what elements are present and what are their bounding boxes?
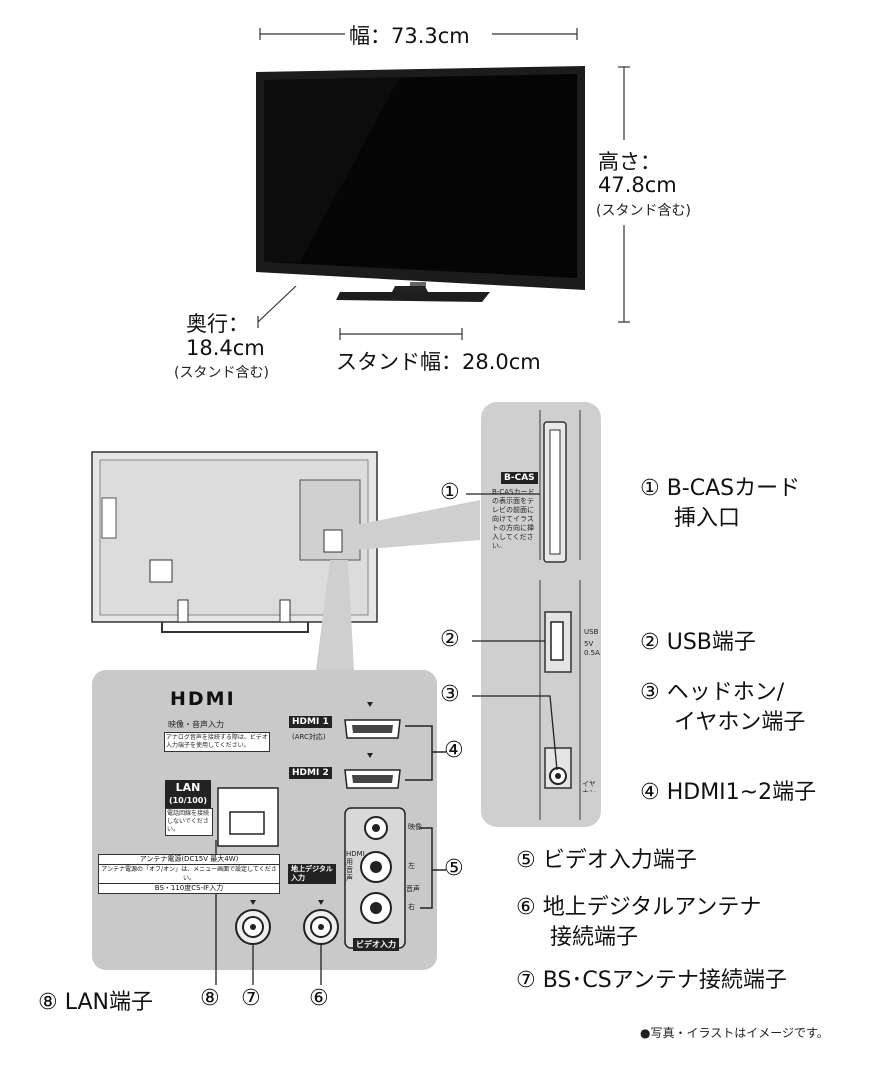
tv-stand-base bbox=[336, 292, 490, 302]
zoom-wedge-bottom bbox=[316, 560, 354, 670]
lan-note: 電話回線を接続しないでください。 bbox=[165, 808, 213, 836]
antenna-power-label: アンテナ電源(DC15V 最大4W) bbox=[139, 855, 239, 863]
legend-item-6: ⑥ 地上デジタルアンテナ 接続端子 bbox=[516, 893, 761, 953]
zoom-wedge-side bbox=[356, 500, 480, 550]
legend-item-2: ② USB端子 bbox=[640, 630, 756, 655]
usb-port bbox=[550, 621, 564, 661]
depth-note: (スタンド含む) bbox=[174, 365, 269, 381]
hdmi1-label: HDMI 1 bbox=[289, 716, 332, 728]
lan-label: LAN bbox=[175, 781, 201, 794]
back-stand bbox=[161, 622, 309, 633]
height-value: 47.8cm bbox=[598, 173, 677, 197]
callout-8: ⑧ bbox=[200, 986, 220, 1011]
depth-label: 奥行： bbox=[186, 312, 249, 336]
tv-front-illustration bbox=[256, 28, 630, 340]
legend-item-8: ⑧ LAN端子 bbox=[38, 990, 153, 1015]
footnote: ●写真・イラストはイメージです。 bbox=[640, 1026, 829, 1040]
side-panel-bg bbox=[481, 402, 601, 827]
height-note: (スタンド含む) bbox=[596, 203, 691, 219]
earphone-label: イヤホン bbox=[582, 780, 596, 792]
stand-width-label: スタンド幅：28.0cm bbox=[336, 350, 541, 374]
legend-item-1: ① B-CASカード 挿入口 bbox=[640, 474, 800, 534]
video-label: 映像 bbox=[408, 823, 422, 831]
lan-port bbox=[229, 811, 265, 835]
legend-item-3-line2: イヤホン端子 bbox=[674, 710, 806, 735]
height-label: 高さ： bbox=[598, 150, 661, 174]
depth-value: 18.4cm bbox=[186, 336, 265, 360]
bcas-label: B-CAS bbox=[501, 472, 538, 484]
callout-7: ⑦ bbox=[241, 986, 261, 1011]
callout-3: ③ bbox=[440, 682, 460, 707]
hdmi2-label: HDMI 2 bbox=[289, 767, 332, 779]
callout-1: ① bbox=[440, 480, 460, 505]
hdmi-audio-label: HDMI用音声 bbox=[346, 850, 365, 882]
hdmi1-sub-label: (ARC対応) bbox=[292, 733, 326, 741]
legend-item-5: ⑤ ビデオ入力端子 bbox=[516, 848, 697, 873]
legend-item-1-line2: 挿入口 bbox=[674, 506, 741, 531]
bcas-note: B-CASカードの表示面をテレビの前面に向けてイラストの方向に挿入してください。 bbox=[492, 488, 535, 548]
video-input-label: ビデオ入力 bbox=[353, 938, 399, 951]
bs-input-label: BS・110度CS-IF入力 bbox=[99, 883, 279, 893]
av-input-note: アナログ音声を接続する際は、ビデオ入力端子を使用してください。 bbox=[164, 732, 270, 752]
left-label: 左 bbox=[408, 862, 415, 870]
callout-5: ⑤ bbox=[444, 856, 464, 881]
depth-dimension-line bbox=[257, 285, 297, 323]
width-label: 幅：73.3cm bbox=[349, 24, 470, 48]
audio-label: 音声 bbox=[406, 885, 420, 893]
lan-sub-label: (10/100) bbox=[168, 796, 208, 805]
legend-item-3: ③ ヘッドホン/ イヤホン端子 bbox=[640, 678, 805, 738]
antenna-note: アンテナ電源の「オフ/オン」は、メニュー画面で設定してください。 bbox=[99, 864, 279, 883]
leader-3 bbox=[472, 695, 558, 771]
legend-item-6-line1: ⑥ 地上デジタルアンテナ bbox=[516, 895, 762, 920]
legend-item-1-line1: ① B-CASカード bbox=[640, 476, 801, 501]
terrestrial-label: 地上デジタル入力 bbox=[288, 864, 336, 884]
usb-sub: 5V 0.5A bbox=[584, 640, 600, 657]
lan-label-box: LAN (10/100) bbox=[165, 780, 211, 808]
usb-label: USB bbox=[584, 628, 599, 636]
right-label: 右 bbox=[408, 903, 415, 911]
callout-2: ② bbox=[440, 627, 460, 652]
legend-item-4: ④ HDMI1~2端子 bbox=[640, 780, 817, 805]
callout-4: ④ bbox=[444, 738, 464, 763]
tv-stand-neck bbox=[392, 286, 428, 292]
hdmi-logo: HDMI bbox=[170, 688, 236, 710]
legend-item-6-line2: 接続端子 bbox=[550, 925, 639, 950]
legend-item-3-line1: ③ ヘッドホン/ bbox=[640, 680, 785, 705]
callout-6: ⑥ bbox=[309, 986, 329, 1011]
antenna-box: アンテナ電源(DC15V 最大4W) アンテナ電源の「オフ/オン」は、メニュー画… bbox=[98, 854, 280, 894]
legend-item-7: ⑦ BS･CSアンテナ接続端子 bbox=[516, 968, 787, 993]
av-input-label: 映像・音声入力 bbox=[168, 720, 224, 729]
